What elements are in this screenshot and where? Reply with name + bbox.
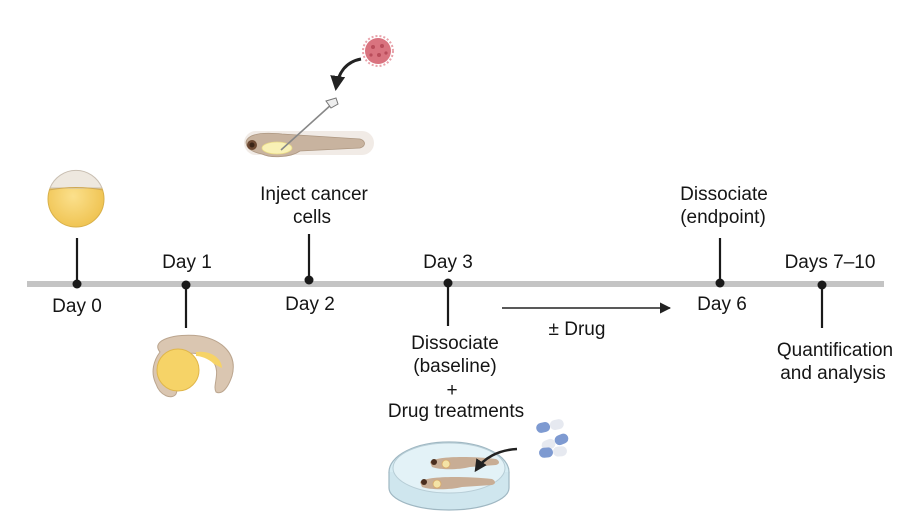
- day6-description-line1: Dissociate: [680, 184, 768, 205]
- drug-addition-arrow: [474, 447, 518, 473]
- injection-arrow: [330, 57, 362, 91]
- treatment-arrow-label: ± Drug: [548, 319, 606, 340]
- day3-description-line1: Dissociate: [411, 333, 499, 354]
- cancer-cell-icon: [362, 35, 394, 67]
- event-day1-marker: [181, 280, 191, 328]
- event-day6-marker: [715, 238, 725, 288]
- day3-description-plus: +: [446, 380, 458, 401]
- day7-10-description-line2: and analysis: [780, 363, 886, 384]
- zebrafish-embryo-icon: [152, 334, 234, 398]
- day7-10-label: Days 7–10: [784, 252, 876, 273]
- day6-description-line2: (endpoint): [680, 207, 766, 228]
- day3-description-line3: Drug treatments: [387, 401, 525, 422]
- petri-dish-icon: [388, 441, 518, 511]
- day0-label: Day 0: [52, 296, 102, 317]
- larva-injection-icon: [244, 35, 394, 158]
- event-day2-marker: [304, 234, 314, 285]
- event-day3-marker: [443, 278, 453, 326]
- day1-label: Day 1: [162, 252, 212, 273]
- day7-10-description-line1: Quantification: [776, 340, 894, 361]
- day6-label: Day 6: [697, 294, 747, 315]
- day2-description-line1: Inject cancer: [260, 184, 368, 205]
- day3-description-line2: (baseline): [413, 356, 497, 377]
- day3-label: Day 3: [423, 252, 473, 273]
- event-day7-10-marker: [817, 280, 827, 328]
- zebrafish-egg-icon: [47, 169, 105, 228]
- day2-description-line2: cells: [292, 207, 332, 228]
- day2-label: Day 2: [285, 294, 335, 315]
- drug-capsules-icon: [536, 419, 569, 458]
- event-day0-marker: [72, 238, 82, 289]
